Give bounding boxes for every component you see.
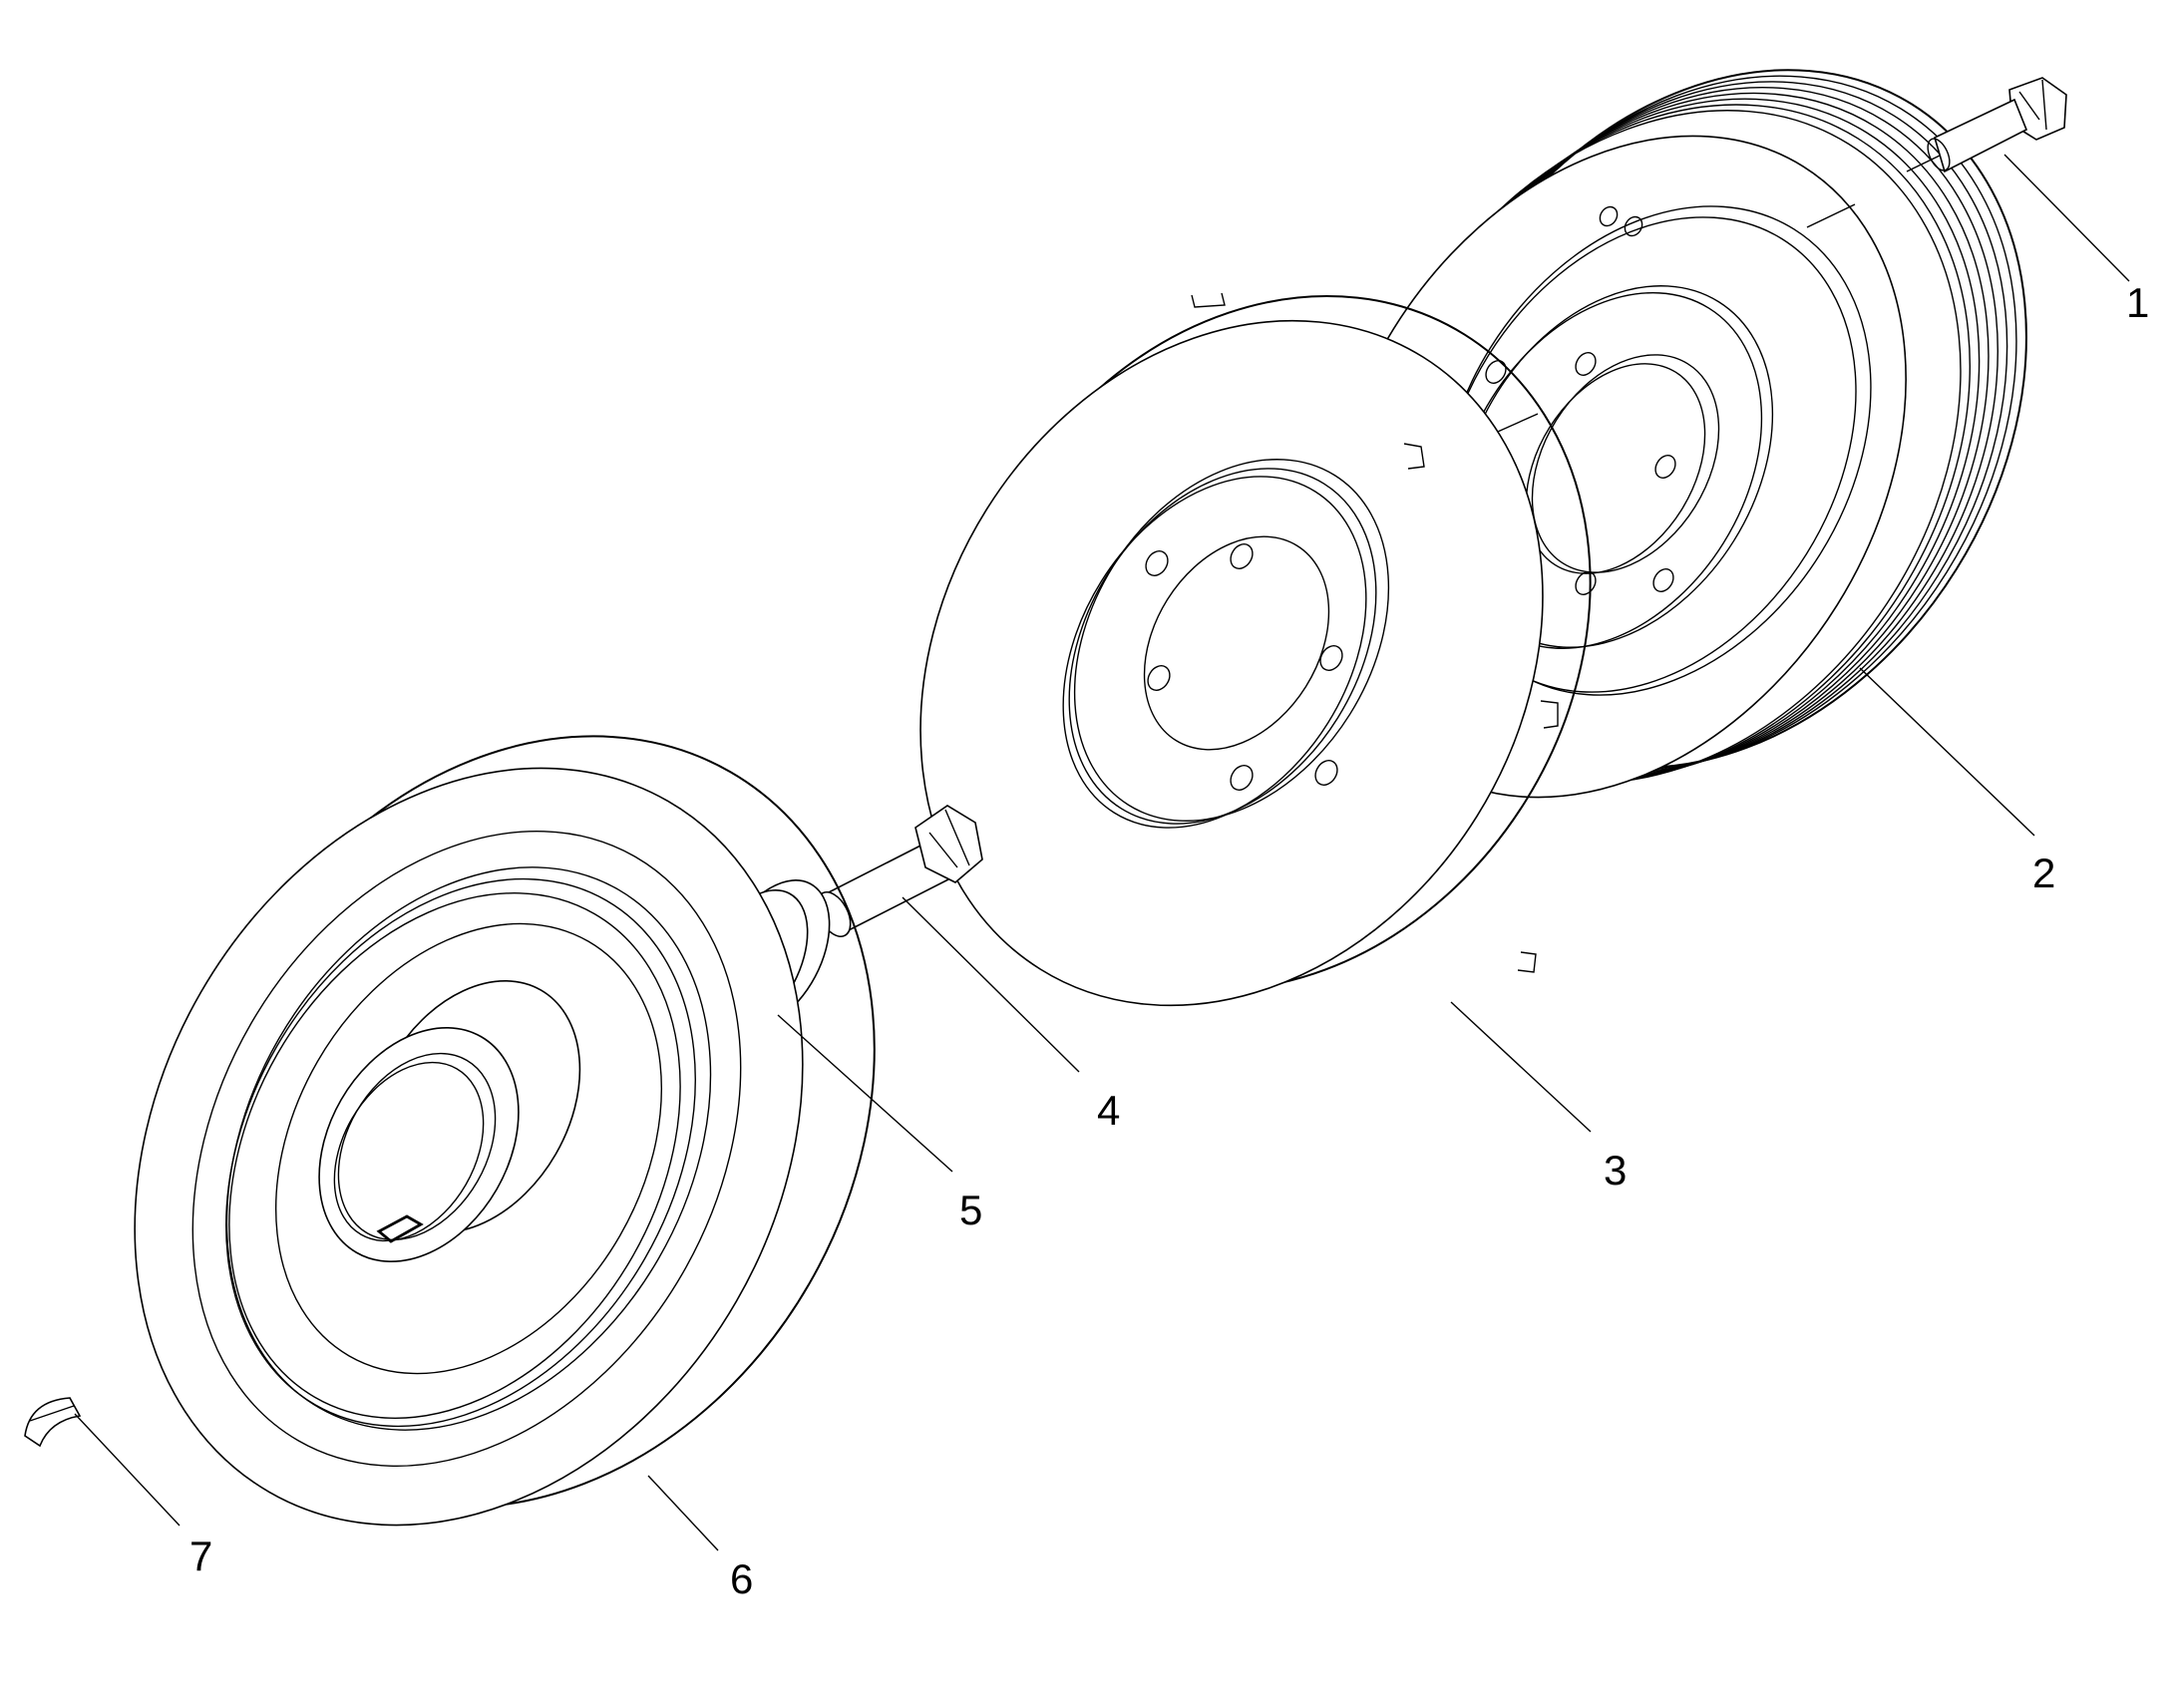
callout-5: 5 [959, 1187, 982, 1233]
part-4-bolt [816, 805, 983, 937]
callout-4: 4 [1097, 1087, 1120, 1134]
callout-labels: 1 2 3 4 5 6 7 [189, 279, 2149, 1602]
leader-lines [74, 154, 2130, 1551]
part-1-bolt [1906, 77, 2067, 173]
callout-7: 7 [189, 1533, 212, 1579]
part-3-plate [919, 292, 1592, 1007]
callout-2: 2 [2032, 850, 2055, 896]
part-6-damper-wheel [134, 735, 876, 1527]
callout-1: 1 [2126, 279, 2149, 326]
part-7-key [24, 1397, 82, 1448]
callout-3: 3 [1604, 1147, 1627, 1194]
callout-6: 6 [730, 1555, 753, 1602]
